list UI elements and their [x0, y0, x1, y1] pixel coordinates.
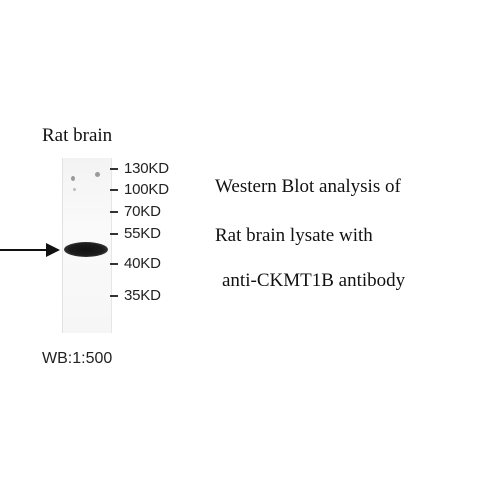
lane-speck	[71, 176, 75, 181]
marker-label: 70KD	[110, 203, 161, 220]
marker-label: 40KD	[110, 255, 161, 272]
marker-text: 70KD	[124, 203, 161, 220]
arrow-line	[0, 249, 50, 251]
marker-label: 35KD	[110, 287, 161, 304]
marker-tick	[110, 167, 118, 170]
arrow-head-icon	[46, 243, 60, 257]
description-line-2: Rat brain lysate with	[215, 225, 373, 246]
marker-label: 100KD	[110, 181, 169, 198]
marker-text: 100KD	[124, 181, 169, 198]
marker-text: 130KD	[124, 160, 169, 177]
marker-tick	[110, 210, 118, 213]
marker-text: 35KD	[124, 287, 161, 304]
marker-label: 55KD	[110, 225, 161, 242]
marker-text: 55KD	[124, 225, 161, 242]
marker-tick	[110, 188, 118, 191]
dilution-label: WB:1:500	[42, 350, 113, 367]
lane-speck	[95, 172, 100, 177]
protein-band	[64, 242, 108, 257]
marker-label: 130KD	[110, 160, 169, 177]
lane-speck	[73, 188, 76, 191]
marker-tick	[110, 294, 118, 297]
description-line-3: anti-CKMT1B antibody	[222, 270, 406, 291]
marker-tick	[110, 232, 118, 235]
marker-tick	[110, 262, 118, 265]
sample-label: Rat brain	[42, 125, 113, 146]
marker-text: 40KD	[124, 255, 161, 272]
description-line-1: Western Blot analysis of	[215, 176, 401, 197]
blot-lane	[62, 158, 112, 333]
